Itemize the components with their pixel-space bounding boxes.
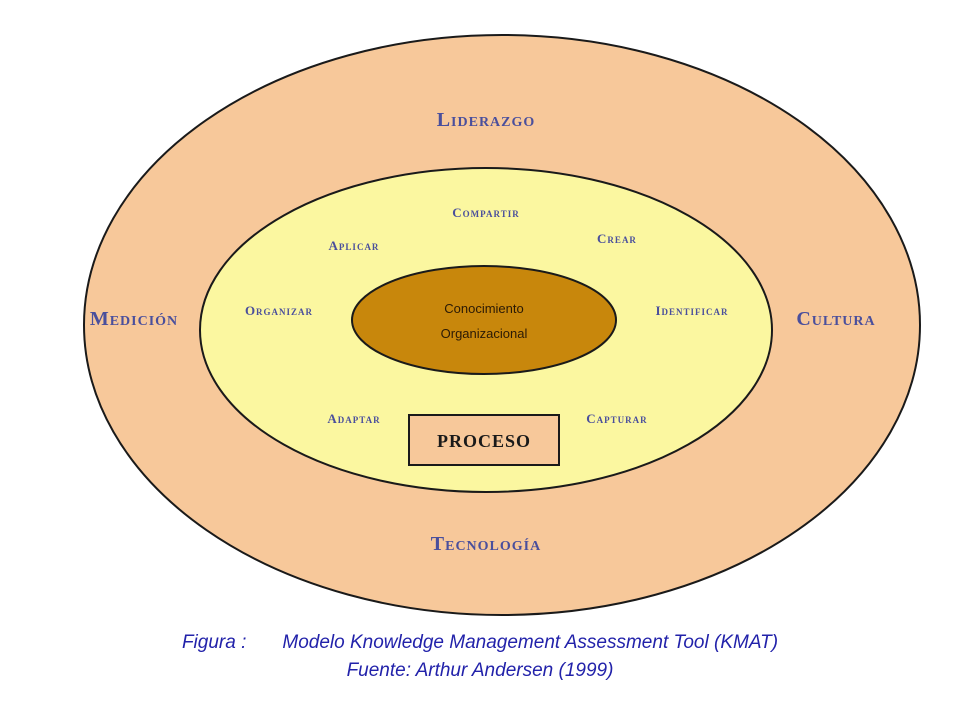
label-capturar: Capturar: [586, 411, 647, 426]
label-aplicar: Aplicar: [329, 238, 380, 253]
label-liderazgo: Liderazgo: [437, 109, 536, 131]
label-crear: Crear: [597, 231, 637, 246]
proceso-label: PROCESO: [437, 431, 531, 451]
label-medicion: Medición: [90, 308, 178, 330]
label-tecnologia: Tecnología: [431, 533, 541, 555]
caption-title: Modelo Knowledge Management Assessment T…: [282, 632, 779, 653]
core-label-line1: Conocimiento: [444, 301, 524, 316]
core-label-line2: Organizacional: [441, 326, 528, 341]
label-cultura: Cultura: [796, 308, 875, 330]
caption-prefix: Figura :: [181, 632, 247, 653]
label-compartir: Compartir: [452, 205, 519, 220]
label-organizar: Organizar: [245, 303, 313, 318]
proceso-box: [408, 414, 560, 466]
knowledge-core: [351, 265, 617, 375]
figure-source: Fuente: Arthur Andersen (1999): [346, 660, 614, 681]
label-adaptar: Adaptar: [327, 411, 380, 426]
figure-caption: Figura : Modelo Knowledge Management Asse…: [0, 632, 960, 654]
label-identificar: Identificar: [655, 303, 728, 318]
